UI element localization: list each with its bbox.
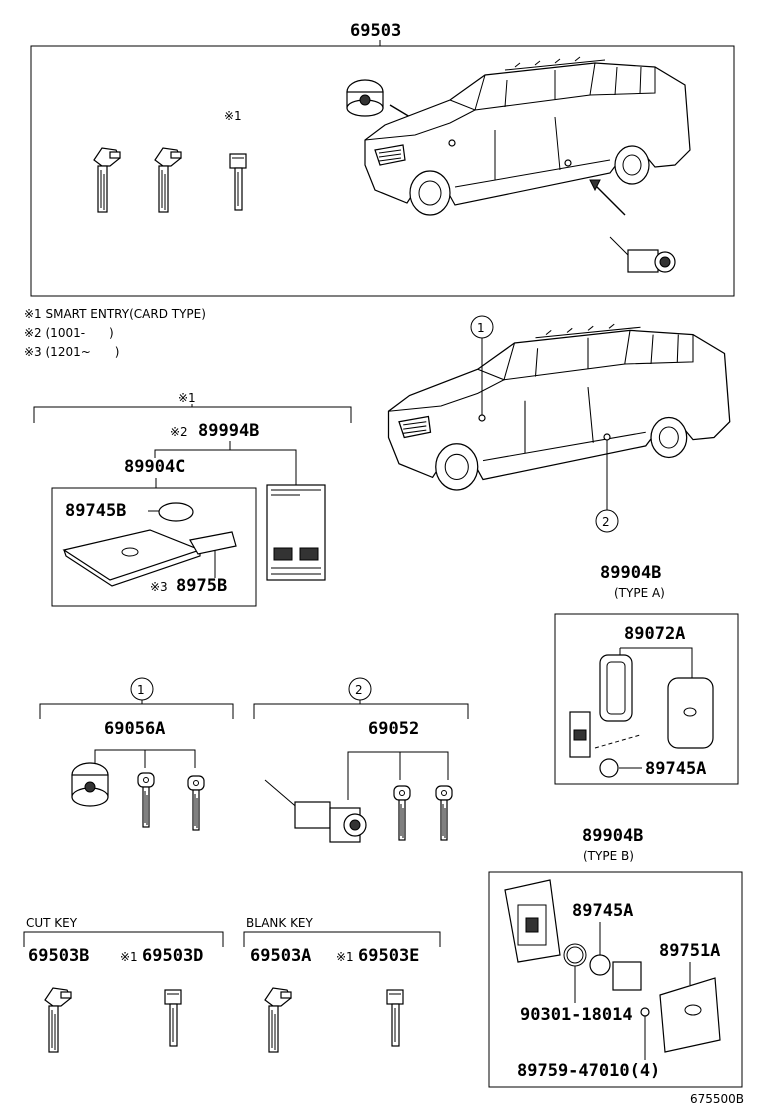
top-lock-cylinder xyxy=(346,79,384,117)
type-b-box xyxy=(488,871,743,1088)
group-2-door-lock xyxy=(264,779,367,843)
note-1: ※1 SMART ENTRY(CARD TYPE) xyxy=(24,307,206,321)
blank-key-b-part: 69503E xyxy=(358,946,419,966)
type-a-box xyxy=(554,613,739,785)
blank-key-title: BLANK KEY xyxy=(246,916,314,930)
group-2-part: 69052 xyxy=(368,719,419,739)
card-manual xyxy=(266,484,326,581)
type-b-case xyxy=(504,879,561,963)
card-sub-part xyxy=(189,531,237,555)
type-a-part: 89904B xyxy=(600,563,661,583)
blank-key-a-part: 69503A xyxy=(250,946,311,966)
top-assembly-box xyxy=(30,45,735,297)
type-a-case xyxy=(599,654,633,722)
blank-key-b xyxy=(386,989,404,1047)
note-2: ※2 (1001- ) xyxy=(24,326,114,340)
type-b-screw xyxy=(640,1007,650,1017)
card-set-box xyxy=(51,487,257,607)
top-key-3-marker: ※1 xyxy=(224,109,242,123)
cut-key-b-marker: ※1 xyxy=(120,950,138,964)
type-b-screw-part: 89759-47010(4) xyxy=(517,1061,660,1081)
type-b-battery-part: 89745A xyxy=(572,901,633,921)
card-sub-marker: ※3 xyxy=(150,580,168,594)
note-3: ※3 (1201~ ) xyxy=(24,345,119,359)
type-b-battery xyxy=(589,954,611,976)
card-battery-part: 89745B xyxy=(65,501,126,521)
top-key-1 xyxy=(93,147,121,213)
type-b-plate xyxy=(612,961,642,991)
group-1-part: 69056A xyxy=(104,719,165,739)
type-a-battery xyxy=(599,758,619,778)
type-a-case-part: 89072A xyxy=(624,624,685,644)
blank-key-a xyxy=(264,987,292,1053)
main-vehicle xyxy=(387,323,731,491)
top-vehicle xyxy=(364,56,691,216)
top-door-lock xyxy=(609,236,676,273)
card-group-marker: ※1 xyxy=(178,391,196,405)
card-battery xyxy=(158,502,194,522)
cut-key-b xyxy=(164,989,182,1047)
type-a-label: (TYPE A) xyxy=(614,586,665,600)
cut-key-a-part: 69503B xyxy=(28,946,89,966)
card-kit-marker: ※2 xyxy=(170,425,188,439)
type-b-cover-part: 89751A xyxy=(659,941,720,961)
card-sub-part-label: 8975B xyxy=(176,576,227,596)
callout-1: 1 xyxy=(477,321,485,335)
type-a-battery-part: 89745A xyxy=(645,759,706,779)
group-1-key-2 xyxy=(187,775,205,831)
label-top-assembly: 69503 xyxy=(350,21,401,41)
type-b-part: 89904B xyxy=(582,826,643,846)
group-1-key-1 xyxy=(137,772,155,828)
cut-key-b-part: 69503D xyxy=(142,946,203,966)
callout-2: 2 xyxy=(602,515,610,529)
group-1-callout: 1 xyxy=(137,683,145,697)
group-2-callout: 2 xyxy=(355,683,363,697)
top-key-2 xyxy=(154,147,182,213)
blank-key-b-marker: ※1 xyxy=(336,950,354,964)
cut-key-a xyxy=(44,987,72,1053)
group-2-key-1 xyxy=(393,785,411,841)
card-kit-part: 89994B xyxy=(198,421,259,441)
top-key-3 xyxy=(229,153,247,211)
type-a-board xyxy=(569,711,591,758)
card-set-part: 89904C xyxy=(124,457,185,477)
type-b-oring-part: 90301-18014 xyxy=(520,1005,633,1025)
group-1-cylinder xyxy=(71,762,109,807)
diagram-id: 675500B xyxy=(690,1092,744,1106)
type-b-label: (TYPE B) xyxy=(583,849,634,863)
group-2-key-2 xyxy=(435,785,453,841)
cut-key-title: CUT KEY xyxy=(26,916,78,930)
type-a-cover xyxy=(667,677,714,749)
